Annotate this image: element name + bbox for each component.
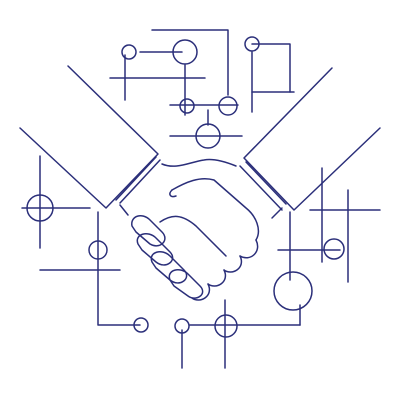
circuit-network-icon xyxy=(21,29,381,369)
handshake-icon xyxy=(19,65,381,301)
